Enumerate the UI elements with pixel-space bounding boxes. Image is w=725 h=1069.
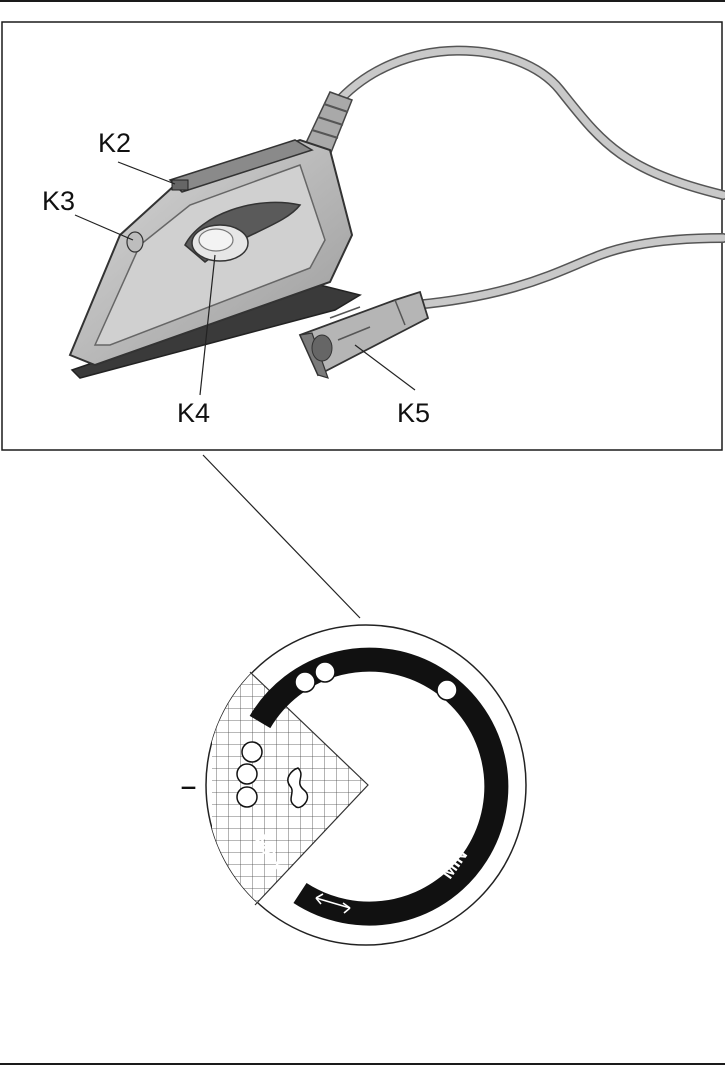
callout-k3: K3	[42, 186, 75, 216]
dial-detail: MAX MIN –	[180, 625, 526, 945]
temperature-knob	[192, 225, 248, 261]
spray-button	[127, 232, 143, 252]
callout-k5: K5	[397, 398, 430, 428]
callout-k2: K2	[98, 128, 131, 158]
minus-marker: –	[180, 766, 197, 806]
callout-k4: K4	[177, 398, 210, 428]
steam-button	[172, 180, 188, 190]
power-cord	[335, 51, 723, 305]
